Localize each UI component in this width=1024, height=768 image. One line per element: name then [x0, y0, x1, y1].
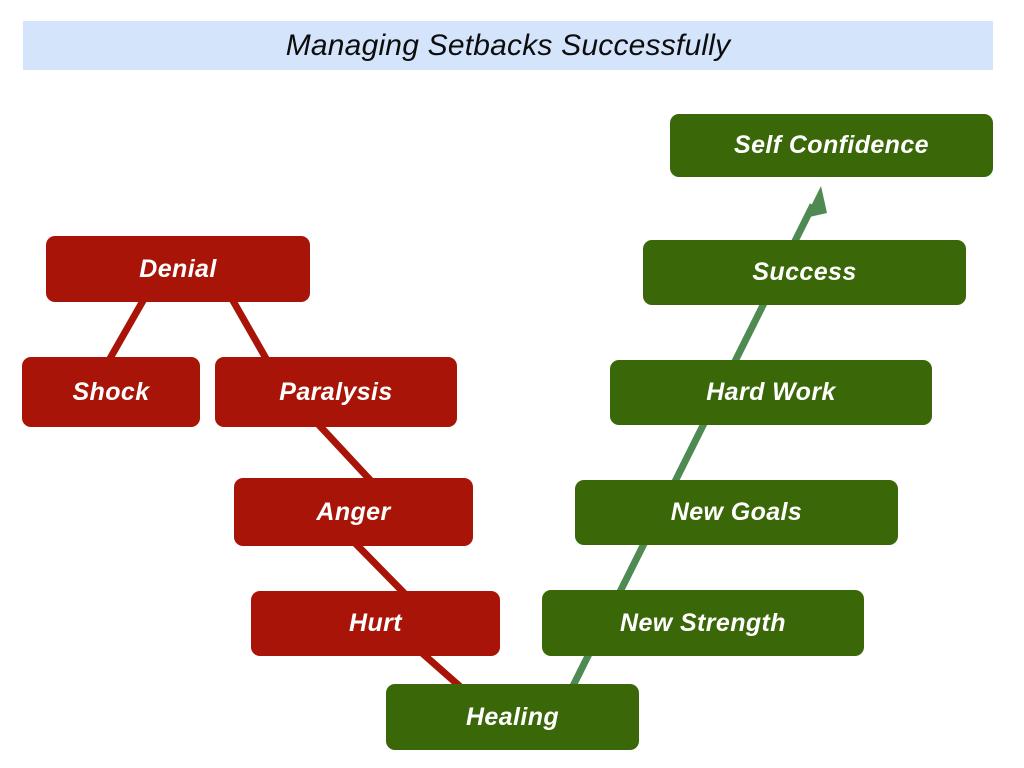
- node-healing-label: Healing: [465, 702, 560, 731]
- node-hard-work[interactable]: Hard Work: [610, 360, 932, 425]
- node-new-goals[interactable]: New Goals: [575, 480, 898, 545]
- node-healing[interactable]: Healing: [386, 684, 639, 750]
- node-paralysis-label: Paralysis: [279, 377, 393, 406]
- node-new-goals-label: New Goals: [670, 498, 803, 526]
- node-success-label: Success: [752, 258, 857, 286]
- node-hurt-label: Hurt: [349, 609, 402, 637]
- link-paralysis-anger: [314, 420, 376, 486]
- node-new-strength-label: New Strength: [620, 608, 786, 637]
- node-denial[interactable]: Denial: [46, 236, 310, 302]
- link-denial-paralysis: [228, 295, 272, 366]
- link-anger-hurt: [351, 539, 411, 600]
- node-hard-work-label: Hard Work: [706, 378, 836, 406]
- node-paralysis[interactable]: Paralysis: [215, 357, 457, 427]
- node-shock[interactable]: Shock: [22, 357, 200, 427]
- node-anger[interactable]: Anger: [234, 478, 473, 546]
- node-success[interactable]: Success: [643, 240, 966, 305]
- node-self-confidence[interactable]: Self Confidence: [670, 114, 993, 177]
- node-anger-label: Anger: [316, 497, 391, 526]
- title-band: Managing Setbacks Successfully: [23, 21, 993, 70]
- link-denial-shock: [104, 295, 148, 366]
- node-shock-label: Shock: [72, 377, 150, 406]
- node-hurt[interactable]: Hurt: [251, 591, 500, 656]
- node-new-strength[interactable]: New Strength: [542, 590, 864, 656]
- node-self-confidence-label: Self Confidence: [734, 131, 929, 159]
- page-title: Managing Setbacks Successfully: [285, 29, 731, 62]
- node-denial-label: Denial: [139, 254, 217, 283]
